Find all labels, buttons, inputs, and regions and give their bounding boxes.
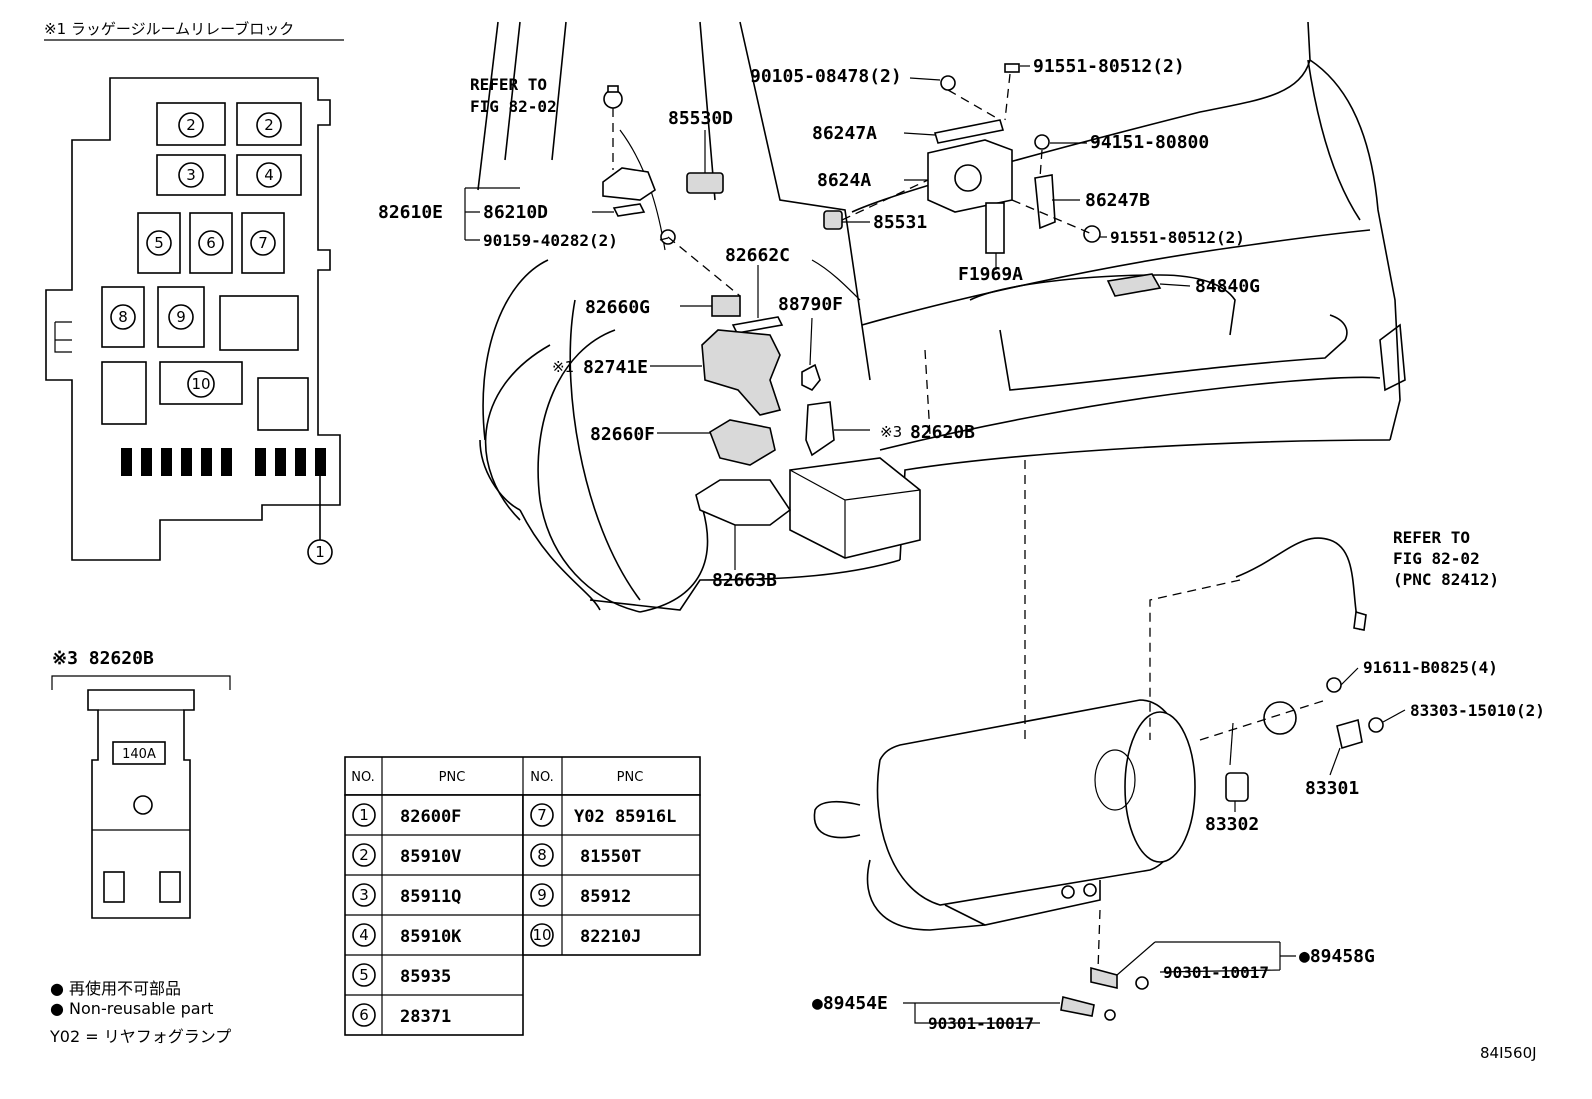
pin-callout: 1: [315, 543, 325, 561]
relay-block-title: ※1 ラッゲージルームリレーブロック: [44, 20, 294, 38]
fuse-rating: 140A: [122, 747, 156, 762]
label-91551-80512-mid: 91551-80512(2): [1110, 228, 1245, 247]
table-row-no: 7: [537, 806, 547, 824]
label-82663B: 82663B: [712, 570, 777, 591]
relay-slot-label: 3: [186, 166, 196, 184]
table-row-pnc: 85910K: [400, 927, 462, 947]
label-86247A: 86247A: [812, 123, 877, 144]
label-91611-B0825: 91611-B0825(4): [1363, 658, 1498, 677]
table-header-pnc: PNC: [439, 770, 466, 785]
table-row-pnc: 82210J: [580, 927, 641, 947]
refer-right-line1: REFER TO: [1393, 528, 1470, 547]
label-82620B: 82620B: [910, 422, 975, 443]
relay-slot-label: 7: [258, 234, 268, 252]
label-90159-40282: 90159-40282(2): [483, 231, 618, 250]
table-header-no: NO.: [351, 770, 375, 785]
pnc-table: NO. PNC NO. PNC 1 82600F 2 85910V 3 8591…: [344, 756, 701, 1036]
relay-slot-label: 4: [264, 166, 274, 184]
label-83303-15010: 83303-15010(2): [1410, 701, 1545, 720]
table-row-pnc: 28371: [400, 1007, 451, 1027]
label-86210D: 86210D: [483, 202, 548, 223]
relay-block-inset: ※1 ラッゲージルームリレーブロック 2 2 3 4 5 6 7: [44, 20, 344, 565]
label-83302: 83302: [1205, 814, 1259, 835]
table-row-no: 9: [537, 886, 547, 904]
label-90301-10017-bottom: 90301-10017: [928, 1014, 1034, 1033]
label-90301-10017-right: 90301-10017: [1163, 963, 1269, 982]
label-94151-80800: 94151-80800: [1090, 132, 1209, 153]
label-91551-80512-top: 91551-80512(2): [1033, 56, 1185, 77]
table-header-no: NO.: [530, 770, 554, 785]
relay-slot-label: 8: [118, 308, 128, 326]
fuse-detail-inset: ※3 82620B 140A: [51, 648, 231, 919]
relay-slot-label: 2: [186, 116, 196, 134]
legend-en: ● Non-reusable part: [50, 999, 214, 1018]
table-row-pnc: 81550T: [580, 847, 641, 867]
label-82620B-mark: ※3: [880, 423, 902, 441]
table-row-pnc: 85935: [400, 967, 451, 987]
label-82741E: 82741E: [583, 357, 648, 378]
label-88790F: 88790F: [778, 294, 843, 315]
diagram-code: 84I560J: [1480, 1044, 1537, 1062]
table-row-no: 1: [359, 806, 369, 824]
label-82662C: 82662C: [725, 245, 790, 266]
table-row-pnc: 85910V: [400, 847, 461, 867]
table-row-pnc: 85912: [580, 887, 631, 907]
relay-slot-label: 5: [154, 234, 164, 252]
table-row-no: 3: [359, 886, 369, 904]
label-89458G: ●89458G: [1299, 946, 1375, 967]
table-header-pnc: PNC: [617, 770, 644, 785]
label-83301: 83301: [1305, 778, 1359, 799]
relay-slot-label: 9: [176, 308, 186, 326]
label-85530D: 85530D: [668, 108, 733, 129]
relay-slot-label: 2: [264, 116, 274, 134]
table-row-no: 10: [532, 926, 551, 944]
relay-slot-label: 6: [206, 234, 216, 252]
label-85531: 85531: [873, 212, 927, 233]
legend-y02: Y02 = リヤフォグランプ: [50, 1027, 232, 1046]
table-row-no: 5: [359, 966, 369, 984]
label-89454E: ●89454E: [812, 993, 888, 1014]
table-row-pnc: 85911Q: [400, 887, 461, 907]
table-row-no: 6: [359, 1006, 369, 1024]
label-84840G: 84840G: [1195, 276, 1260, 297]
label-F1969A: F1969A: [958, 264, 1023, 285]
legend-jp: ● 再使用不可部品: [50, 979, 182, 998]
label-82610E: 82610E: [378, 202, 443, 223]
refer-top-line2: FIG 82-02: [470, 97, 557, 116]
table-row-no: 4: [359, 926, 369, 944]
table-row-no: 2: [359, 846, 369, 864]
label-82660G: 82660G: [585, 297, 650, 318]
label-86247B: 86247B: [1085, 190, 1150, 211]
label-82741E-mark: ※1: [552, 358, 574, 376]
refer-top-line1: REFER TO: [470, 75, 547, 94]
refer-right-line2: FIG 82-02: [1393, 549, 1480, 568]
relay-slot-label: 10: [191, 375, 210, 393]
fuse-detail-title: ※3 82620B: [52, 648, 154, 669]
refer-right-line3: (PNC 82412): [1393, 570, 1499, 589]
label-82660F: 82660F: [590, 424, 655, 445]
leader-lines: [464, 65, 1406, 1024]
table-row-pnc: 82600F: [400, 807, 461, 827]
table-row-pnc: Y02 85916L: [574, 807, 676, 827]
table-row-no: 8: [537, 846, 547, 864]
label-90105-08478: 90105-08478(2): [750, 66, 902, 87]
label-8624A: 8624A: [817, 170, 871, 191]
